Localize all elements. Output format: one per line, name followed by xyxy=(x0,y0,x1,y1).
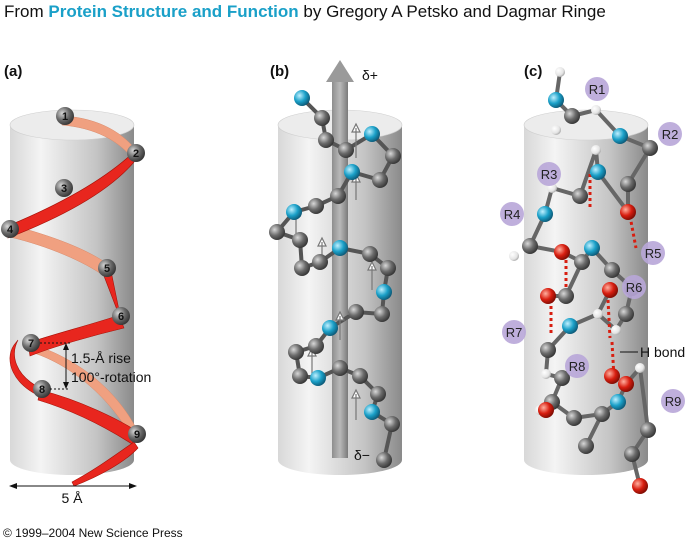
svg-text:9: 9 xyxy=(134,429,140,441)
svg-text:R3: R3 xyxy=(541,167,558,182)
svg-text:5: 5 xyxy=(104,263,110,275)
panel-a: (a) 1 2 3 4 5 6 7 8 xyxy=(1,63,151,506)
svg-text:R7: R7 xyxy=(506,325,523,340)
residue-markers: 1 2 3 4 5 6 7 8 9 xyxy=(1,107,146,443)
svg-text:R1: R1 xyxy=(589,82,606,97)
r-groups: R1 R2 R3 R4 R5 R6 R7 R8 R9 xyxy=(500,77,685,413)
rise-label: 1.5-Å rise xyxy=(71,350,131,366)
panel-c: (c) xyxy=(500,63,685,494)
panel-b: (b) δ+ δ− xyxy=(269,60,403,475)
svg-text:8: 8 xyxy=(39,384,45,396)
residue-marker-8: 8 xyxy=(33,380,51,398)
copyright-notice: © 1999–2004 New Science Press xyxy=(3,526,183,540)
panel-c-label: (c) xyxy=(524,63,542,80)
book-title: Protein Structure and Function xyxy=(48,2,299,21)
r-group-2: R2 xyxy=(658,122,682,146)
svg-text:1: 1 xyxy=(62,111,68,123)
r-group-1: R1 xyxy=(585,77,609,101)
residue-marker-6: 6 xyxy=(112,307,130,325)
svg-text:R9: R9 xyxy=(665,394,682,409)
atoms-b xyxy=(269,90,401,468)
panel-b-label: (b) xyxy=(270,63,289,80)
r-group-3: R3 xyxy=(537,162,561,186)
residue-marker-3: 3 xyxy=(55,179,73,197)
svg-text:7: 7 xyxy=(28,338,34,350)
svg-text:2: 2 xyxy=(133,148,139,160)
svg-text:R4: R4 xyxy=(504,207,521,222)
r-group-9: R9 xyxy=(661,389,685,413)
panel-a-label: (a) xyxy=(4,63,22,80)
svg-text:6: 6 xyxy=(118,311,124,323)
helix-ribbon-front xyxy=(7,149,139,487)
r-group-6: R6 xyxy=(622,275,646,299)
residue-marker-5: 5 xyxy=(98,259,116,277)
residue-marker-9: 9 xyxy=(128,425,146,443)
header-authors: by Gregory A Petsko and Dagmar Ringe xyxy=(298,2,606,21)
svg-text:R2: R2 xyxy=(662,127,679,142)
figure-header: From Protein Structure and Function by G… xyxy=(4,2,606,22)
svg-text:3: 3 xyxy=(61,183,67,195)
residue-marker-4: 4 xyxy=(1,220,19,238)
dipole-minus-label: δ− xyxy=(354,447,370,463)
r-group-5: R5 xyxy=(641,241,665,265)
svg-text:R5: R5 xyxy=(645,246,662,261)
r-group-7: R7 xyxy=(502,320,526,344)
width-label: 5 Å xyxy=(61,490,83,506)
residue-marker-2: 2 xyxy=(127,144,145,162)
hydrogen-bonds xyxy=(549,174,638,379)
dipole-plus-label: δ+ xyxy=(362,67,378,83)
svg-text:4: 4 xyxy=(7,224,14,236)
r-group-4: R4 xyxy=(500,202,524,226)
svg-text:R6: R6 xyxy=(626,280,643,295)
rise-annotation: 1.5-Å rise 100°-rotation xyxy=(40,342,151,390)
r-group-8: R8 xyxy=(565,354,589,378)
rotation-label: 100°-rotation xyxy=(71,369,151,385)
hbond-annotation: H bond xyxy=(620,344,685,360)
hbond-label: H bond xyxy=(640,344,685,360)
width-annotation: 5 Å xyxy=(9,483,137,506)
header-prefix: From xyxy=(4,2,49,21)
svg-text:R8: R8 xyxy=(569,359,586,374)
residue-marker-1: 1 xyxy=(56,107,74,125)
atoms-c xyxy=(509,67,658,494)
residue-marker-7: 7 xyxy=(22,334,40,352)
